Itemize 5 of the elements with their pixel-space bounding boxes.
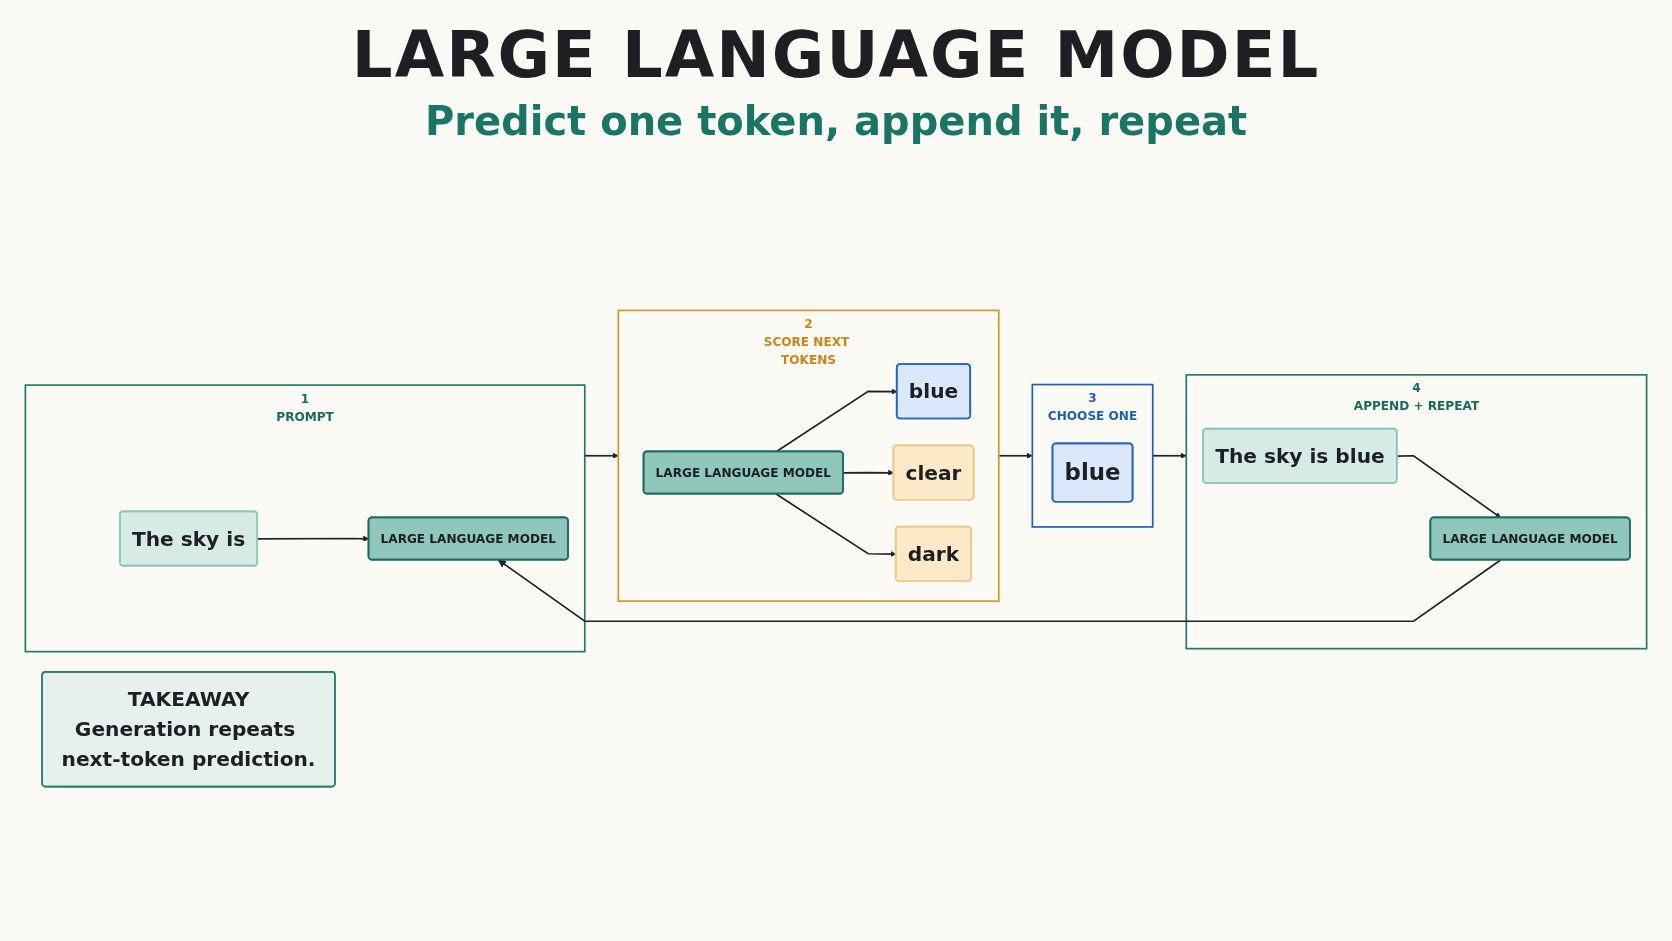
arrow [1396, 454, 1501, 518]
subtitle: Predict one token, append it, repeat [424, 98, 1248, 144]
arrow [583, 452, 619, 459]
arrow [497, 559, 1502, 623]
diagram-title: LARGE LANGUAGE MODEL [351, 18, 1321, 92]
